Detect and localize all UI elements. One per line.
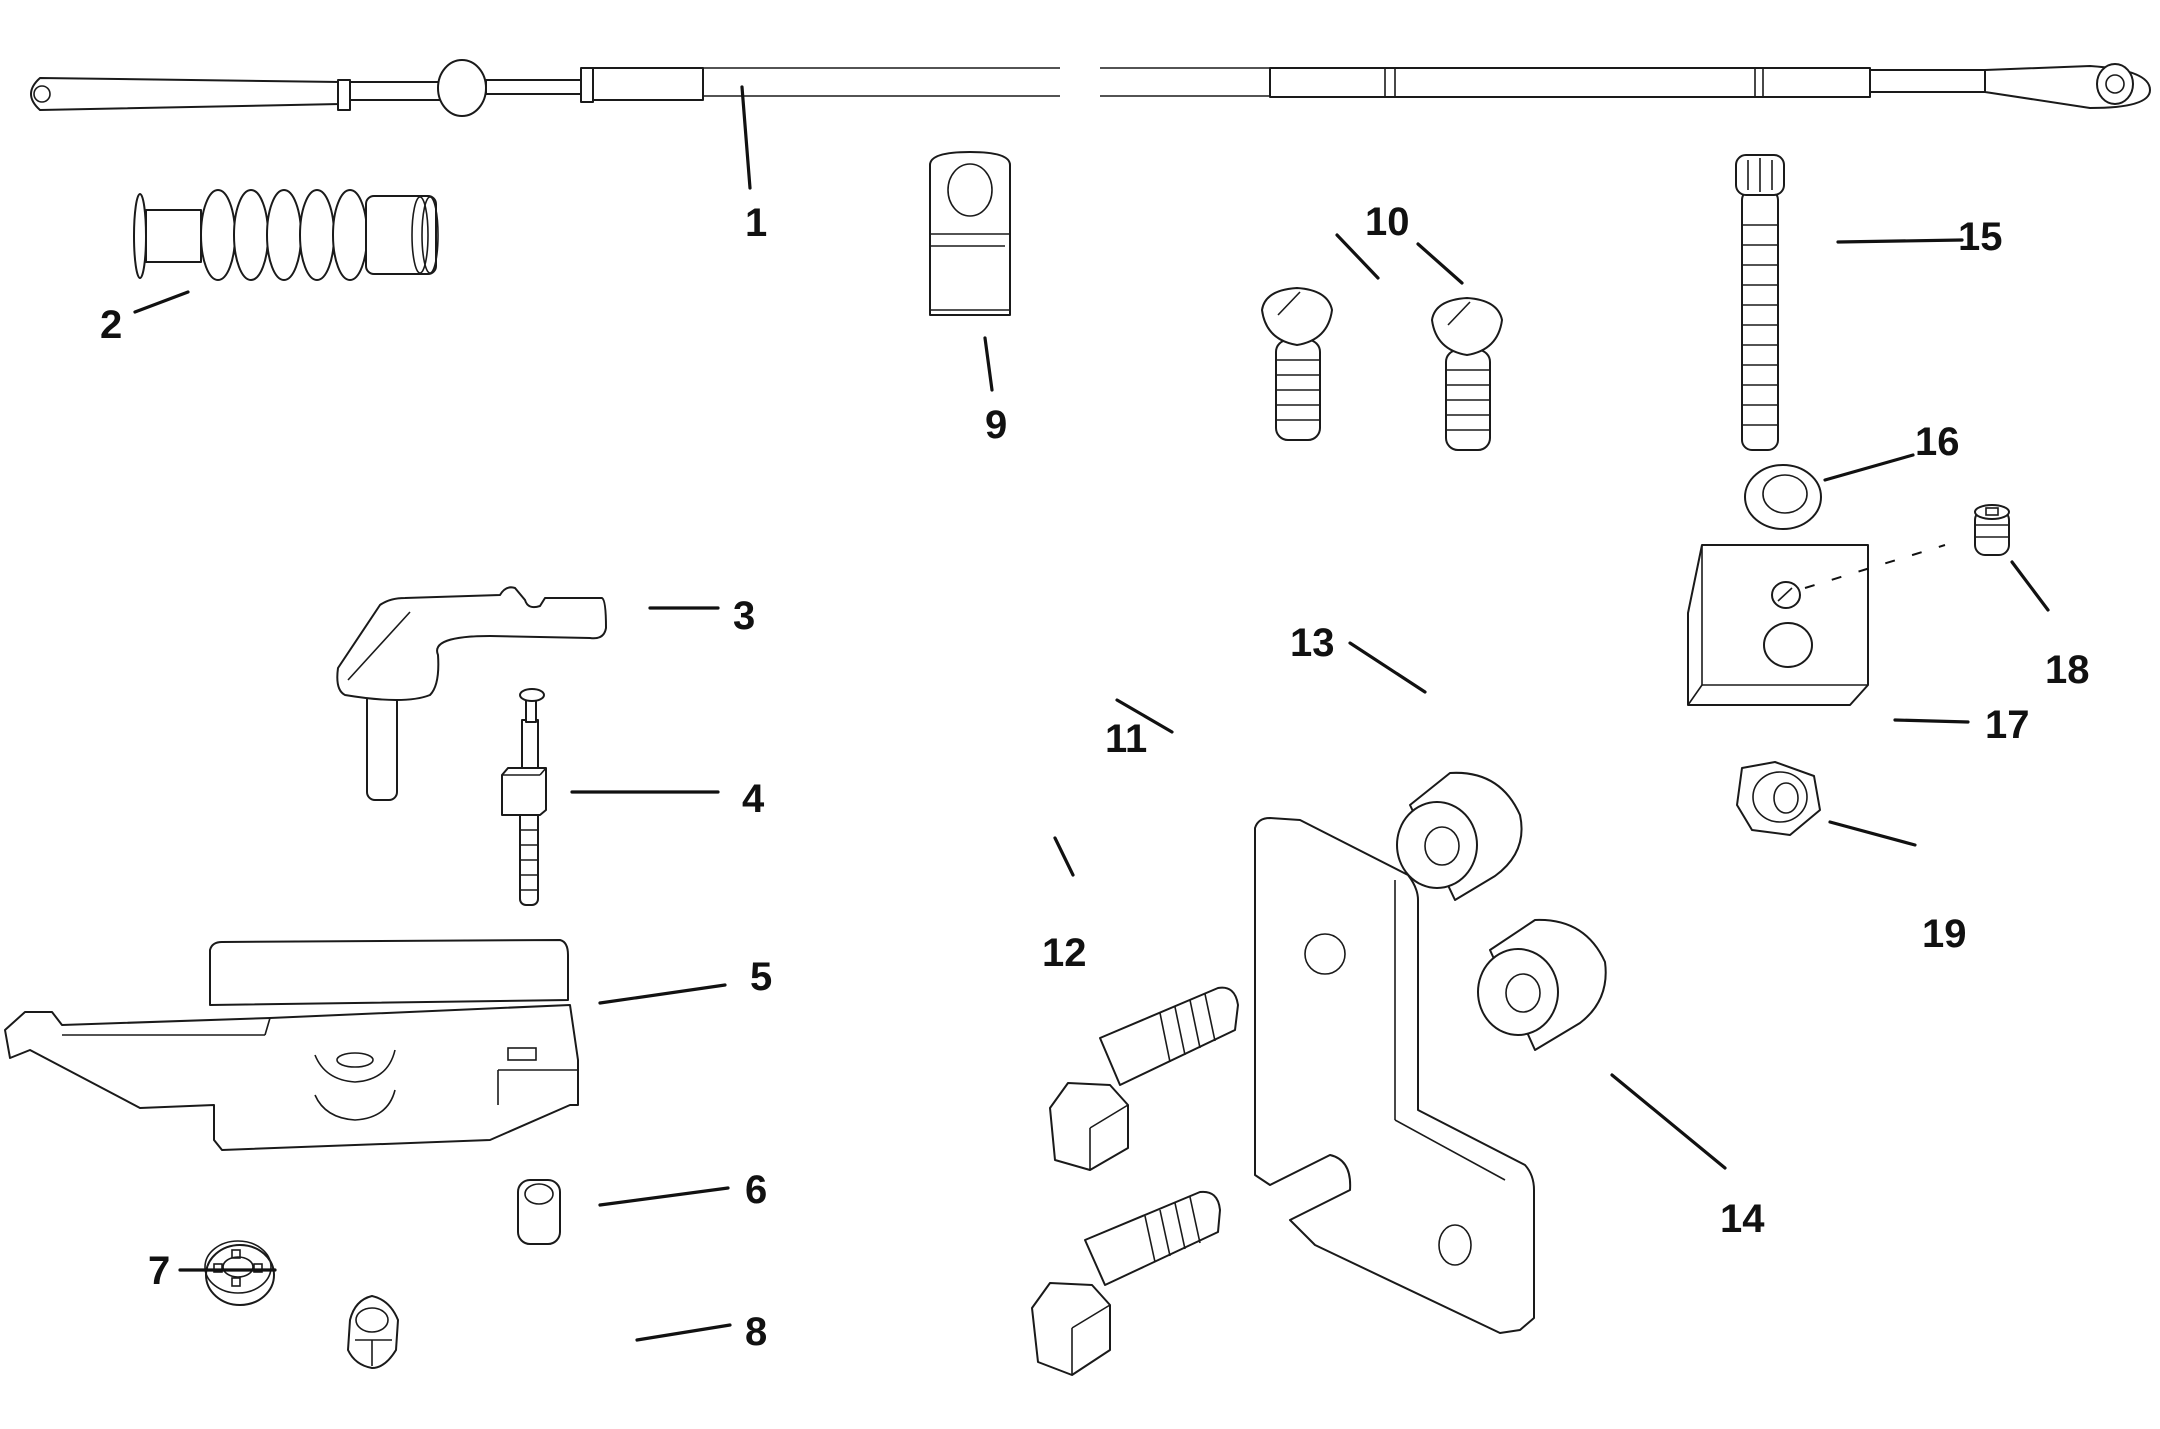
part-6-spacer — [517, 1179, 561, 1245]
leader-14 — [1610, 1073, 1727, 1170]
part-8-lock-nut — [347, 1295, 399, 1369]
callout-16: 16 — [1915, 420, 1960, 464]
callout-7: 7 — [148, 1249, 170, 1293]
part-11-mounting-bracket — [1254, 817, 1535, 1334]
part-3-shift-lever — [336, 586, 607, 801]
part-16-washer — [1744, 464, 1822, 530]
callout-6: 6 — [745, 1168, 767, 1212]
leader-13 — [1348, 641, 1427, 694]
callout-15: 15 — [1958, 215, 2003, 259]
leader-2 — [133, 290, 190, 314]
part-5-bracket-plate — [4, 939, 579, 1151]
leader-5 — [598, 983, 727, 1005]
callout-4: 4 — [742, 777, 765, 821]
part-10-screw-a — [1261, 287, 1333, 441]
part-14-spacer — [1477, 918, 1607, 1051]
part-15-socket-screw — [1735, 154, 1785, 451]
part-13-spacer — [1396, 771, 1523, 901]
callout-9: 9 — [985, 403, 1007, 447]
callout-10: 10 — [1365, 200, 1410, 244]
leader-18 — [2010, 560, 2050, 612]
callout-11: 11 — [1105, 717, 1147, 761]
callout-1: 1 — [745, 201, 767, 245]
part-17-anchor-block — [1687, 544, 1946, 706]
part-2-bellows-boot — [133, 189, 439, 281]
leader-9 — [983, 336, 994, 392]
part-10-screw-b — [1431, 297, 1503, 451]
part-19-hex-nut — [1736, 761, 1821, 836]
part-18-set-screw — [1974, 504, 2010, 556]
callout-2: 2 — [100, 303, 122, 347]
part-7-lock-washer — [204, 1240, 275, 1306]
leader-8 — [635, 1323, 732, 1342]
leader-12 — [1053, 836, 1075, 877]
callout-3: 3 — [733, 594, 755, 638]
leader-10b — [1416, 242, 1464, 285]
leader-15 — [1836, 238, 1964, 244]
callout-14: 14 — [1720, 1197, 1765, 1241]
leader-lines — [133, 85, 2050, 1342]
callout-5: 5 — [750, 955, 772, 999]
leader-10a — [1335, 233, 1380, 280]
leader-1 — [740, 85, 752, 190]
callout-17: 17 — [1985, 703, 2030, 747]
leader-17 — [1893, 718, 1970, 724]
leader-11 — [1115, 698, 1174, 734]
callout-13: 13 — [1290, 621, 1335, 665]
part-9-cable-clamp — [929, 151, 1011, 316]
leader-6 — [598, 1186, 730, 1207]
callout-labels: 1 2 3 4 5 6 7 8 9 10 11 12 13 14 15 16 1… — [100, 200, 2090, 1354]
part-12-bolt-a — [1049, 986, 1239, 1171]
leader-19 — [1828, 820, 1917, 847]
callout-8: 8 — [745, 1310, 767, 1354]
part-1-control-cable — [30, 59, 2151, 117]
callout-19: 19 — [1922, 912, 1967, 956]
callout-18: 18 — [2045, 648, 2090, 692]
part-12-bolt-b — [1031, 1190, 1221, 1376]
leader-16 — [1823, 453, 1915, 482]
part-4-stud — [501, 688, 547, 906]
callout-12: 12 — [1042, 931, 1087, 975]
